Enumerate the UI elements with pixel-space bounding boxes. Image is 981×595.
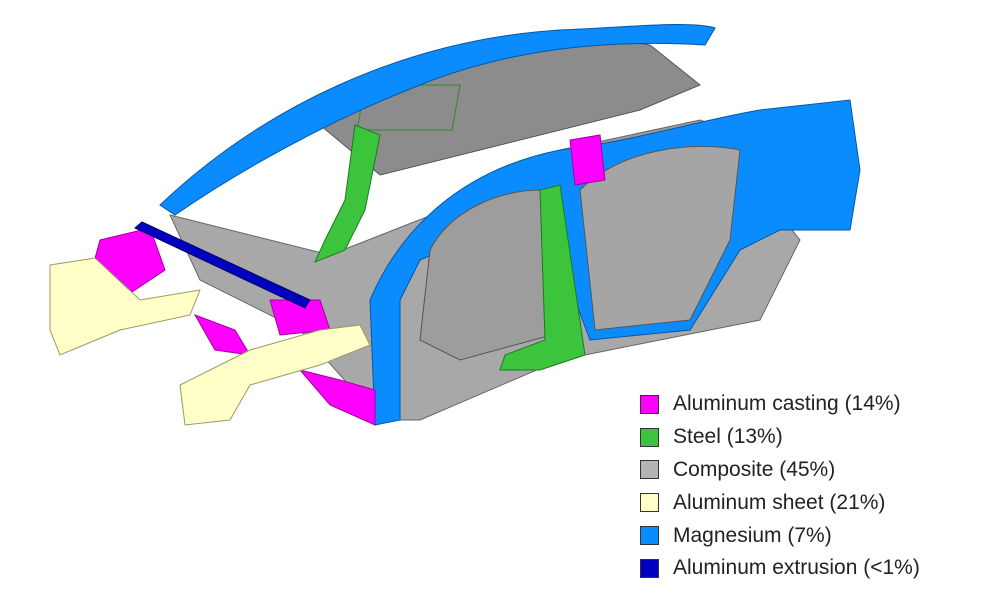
legend-item-composite: Composite (45%) [640, 454, 920, 487]
rear-shock-tower-casting [569, 134, 606, 186]
legend-swatch [640, 394, 659, 414]
legend-item-aluminum-sheet: Aluminum sheet (21%) [640, 486, 920, 519]
legend-label: Aluminum casting (14%) [673, 392, 901, 416]
legend-label: Magnesium (7%) [673, 523, 832, 547]
legend-swatch [640, 460, 659, 480]
legend-swatch [640, 526, 659, 546]
legend-item-steel: Steel (13%) [640, 421, 920, 454]
b-pillar-steel [499, 184, 586, 371]
legend-item-aluminum-extrusion: Aluminum extrusion (<1%) [640, 552, 920, 585]
legend-item-aluminum-casting: Aluminum casting (14%) [640, 388, 920, 421]
front-rail-left-sheet [49, 257, 201, 356]
material-legend: Aluminum casting (14%) Steel (13%) Compo… [640, 388, 920, 585]
legend-swatch [640, 558, 659, 578]
legend-label: Aluminum extrusion (<1%) [673, 556, 920, 580]
legend-label: Steel (13%) [673, 425, 783, 449]
hinge-pillar-casting [298, 369, 376, 426]
legend-item-magnesium: Magnesium (7%) [640, 519, 920, 552]
roof-rail-magnesium [159, 24, 716, 216]
front-rail-right-sheet [179, 324, 371, 426]
front-rail-casting [193, 314, 251, 356]
a-pillar-steel [314, 124, 381, 263]
legend-swatch [640, 427, 659, 447]
legend-swatch [640, 493, 659, 513]
legend-label: Aluminum sheet (21%) [673, 490, 886, 514]
legend-label: Composite (45%) [673, 457, 836, 481]
cross-member-extrusion [134, 221, 311, 309]
